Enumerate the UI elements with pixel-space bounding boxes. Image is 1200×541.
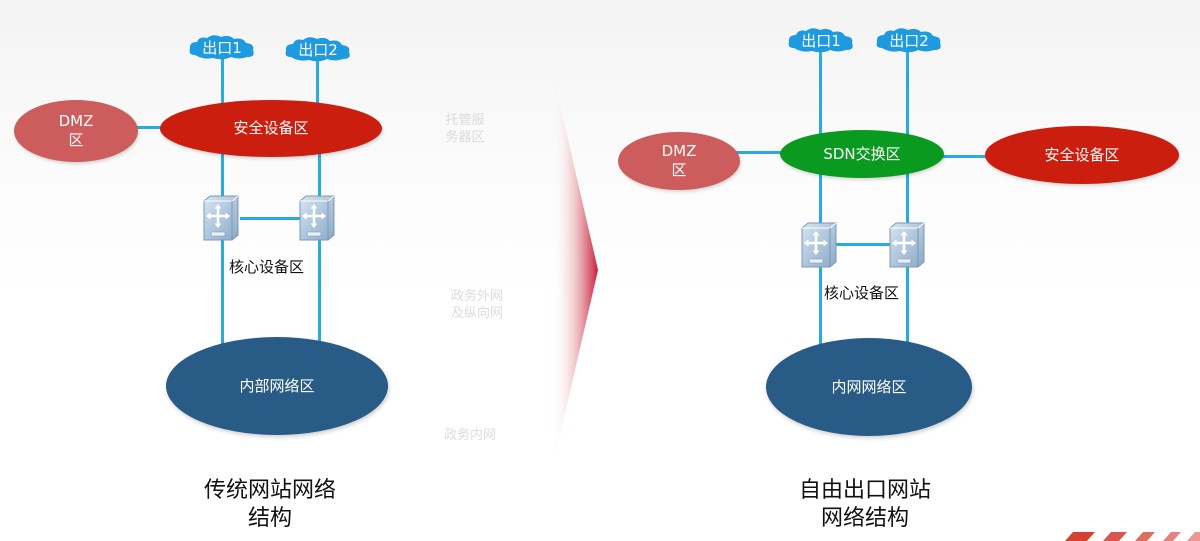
cloud-icon xyxy=(876,28,941,53)
core-device-zone-label: 核心设备区 xyxy=(824,284,900,302)
cloud-icon xyxy=(285,37,350,62)
core-switch-icon xyxy=(889,222,925,268)
link-security-core-left xyxy=(221,145,224,350)
link-exit1-security xyxy=(221,52,224,110)
cloud-icon xyxy=(788,28,853,53)
link-dmz-sdn xyxy=(735,151,785,154)
exit-2-cloud: 出口2 xyxy=(874,26,944,54)
exit-2-label: 出口2 xyxy=(889,31,929,50)
dmz-zone: DMZ 区 xyxy=(618,132,740,190)
link-exit2-security xyxy=(316,55,319,110)
core-device-zone-label: 核心设备区 xyxy=(229,258,305,276)
link-core-switches xyxy=(240,217,300,220)
link-security-core-right xyxy=(318,145,321,350)
faint-label-gov-external-network: 政务外网 及纵向网 xyxy=(450,289,503,321)
exit-1-label: 出口1 xyxy=(801,31,841,50)
sdn-switching-zone: SDN交换区 xyxy=(780,130,944,178)
security-device-zone: 安全设备区 xyxy=(985,126,1179,184)
exit-1-cloud: 出口1 xyxy=(786,26,856,54)
exit-2-label: 出口2 xyxy=(298,40,338,59)
core-switch-icon xyxy=(801,222,837,268)
link-exit1-sdn xyxy=(819,46,822,140)
faint-label-hosted-servers: 托管服 务器区 xyxy=(445,113,485,145)
corner-stripe-decoration xyxy=(1065,532,1200,541)
exit-1-label: 出口1 xyxy=(202,38,242,57)
internal-network-zone: 内网网络区 xyxy=(766,338,972,436)
exit-2-cloud: 出口2 xyxy=(283,35,353,63)
dmz-zone: DMZ 区 xyxy=(14,100,138,162)
exit-1-cloud: 出口1 xyxy=(187,33,257,61)
right-diagram-caption: 自由出口网站 网络结构 xyxy=(798,478,931,531)
transition-arrow xyxy=(552,70,598,470)
link-exit2-sdn xyxy=(906,48,909,140)
left-diagram-caption: 传统网站网络 结构 xyxy=(203,478,336,531)
security-device-zone: 安全设备区 xyxy=(160,100,382,157)
faint-label-gov-internal-network: 政务内网 xyxy=(443,428,496,443)
core-switch-icon xyxy=(299,195,335,241)
core-switch-icon xyxy=(203,195,239,241)
internal-network-zone: 内部网络区 xyxy=(166,337,388,435)
link-core-switches xyxy=(836,243,891,246)
link-dmz-security xyxy=(130,126,170,129)
link-sdn-security xyxy=(940,155,988,158)
cloud-icon xyxy=(189,35,254,60)
